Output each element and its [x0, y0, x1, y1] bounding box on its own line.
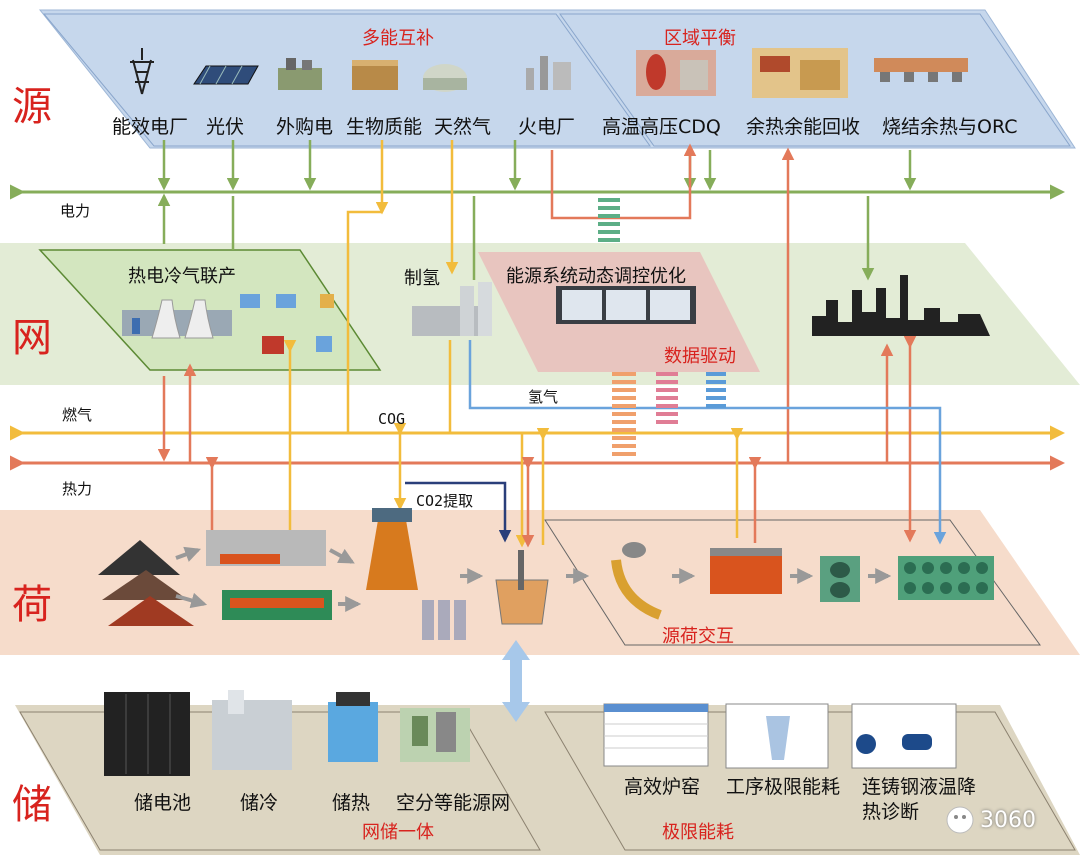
rolling-mill-icon [820, 556, 860, 602]
solar-panel-icon [193, 65, 259, 85]
pellet-belt-icon [222, 590, 332, 620]
storage-left-group [19, 711, 541, 851]
co2-line [405, 481, 512, 543]
hot-stove-icon [422, 600, 466, 640]
source-item-waste-heat: 余热余能回收 [746, 116, 861, 138]
control-center-icon [556, 286, 696, 324]
bus-label-co2: CO2提取 [416, 492, 474, 510]
bus-label-gas: 燃气 [62, 406, 93, 424]
bus-label-electricity: 电力 [60, 202, 91, 220]
blast-furnace-icon [366, 508, 418, 590]
limit-group-title: 极限能耗 [662, 822, 734, 843]
hydrogen-production-label: 制氢 [404, 268, 440, 289]
optimization-label: 能源系统动态调控优化 [506, 266, 686, 287]
city-skyline-icon [812, 275, 990, 336]
raw-material-icon [98, 540, 194, 626]
storage-group-title: 网储一体 [362, 822, 434, 843]
substation-icon [278, 58, 322, 90]
wechat-icon [946, 806, 974, 834]
bus-label-cog: COG [378, 410, 406, 428]
limit-item-process: 工序极限能耗 [726, 776, 841, 798]
group-title-multi-energy: 多能互补 [362, 28, 434, 49]
caster-icon [611, 542, 662, 620]
group-title-regional-balance: 区域平衡 [664, 28, 736, 49]
chp-label: 热电冷气联产 [128, 266, 236, 287]
load-storage-arrow [502, 640, 530, 722]
layer-label-storage: 储 [12, 782, 52, 828]
bus-label-heat: 热力 [62, 480, 93, 498]
waste-heat-icon [752, 48, 848, 98]
source-item-sinter-orc: 烧结余热与ORC [882, 116, 1018, 138]
source-item-natural-gas: 天然气 [434, 116, 492, 138]
sintering-icon [874, 58, 968, 82]
bus-label-hydrogen: 氢气 [528, 388, 559, 406]
source-right-group [559, 13, 1071, 147]
source-item-cdq: 高温高压CDQ [602, 116, 721, 138]
layer-label-source: 源 [12, 84, 52, 130]
storage-item-air-separation: 空分等能源网 [396, 792, 511, 814]
casting-diagnosis-icon [851, 703, 957, 769]
data-driven-label: 数据驱动 [664, 346, 736, 367]
chp-plant-icon [122, 299, 232, 339]
cdq-icon [636, 50, 716, 96]
reheating-furnace-icon [710, 548, 782, 594]
source-left-group [42, 13, 651, 147]
hydrogen-line [468, 340, 947, 545]
storage-item-heat: 储热 [332, 792, 371, 814]
storage-item-cold: 储冷 [240, 792, 279, 814]
source-load-interaction-label: 源荷交互 [662, 626, 734, 647]
converter-icon [495, 550, 549, 625]
source-item-thermal-plant: 火电厂 [518, 116, 576, 138]
air-separation-icon [400, 708, 470, 762]
gas-tank-icon [423, 64, 467, 92]
sinter-machine-icon [206, 530, 326, 566]
data-stripes [598, 198, 726, 456]
source-item-efficiency-plant: 能效电厂 [112, 116, 189, 138]
coil-products-icon [898, 556, 994, 600]
power-tower-icon [130, 48, 154, 95]
limit-item-furnace: 高效炉窑 [624, 776, 701, 798]
layer-label-load: 荷 [12, 582, 52, 628]
thermal-plant-icon [526, 56, 571, 90]
source-item-pv: 光伏 [206, 116, 245, 138]
storage-item-battery: 储电池 [134, 792, 192, 814]
cold-storage-icon [212, 690, 292, 770]
limit-item-diagnosis: 热诊断 [862, 801, 920, 823]
source-item-biomass: 生物质能 [346, 116, 423, 138]
furnace-table-icon [603, 703, 709, 767]
heat-storage-icon [328, 692, 378, 762]
limit-item-casting: 连铸钢液温降 [862, 776, 977, 798]
storage-right-group [544, 711, 1076, 851]
battery-rack-icon [104, 692, 190, 776]
energy-limit-chart-icon [725, 703, 829, 769]
chp-flow-icon [240, 294, 334, 354]
watermark-text: 3060 [980, 808, 1036, 833]
hydrogen-plant-icon [412, 282, 492, 336]
source-item-purchased-power: 外购电 [276, 116, 334, 138]
biomass-icon [352, 60, 398, 90]
interaction-box [544, 519, 1041, 646]
layer-label-grid: 网 [12, 315, 52, 361]
